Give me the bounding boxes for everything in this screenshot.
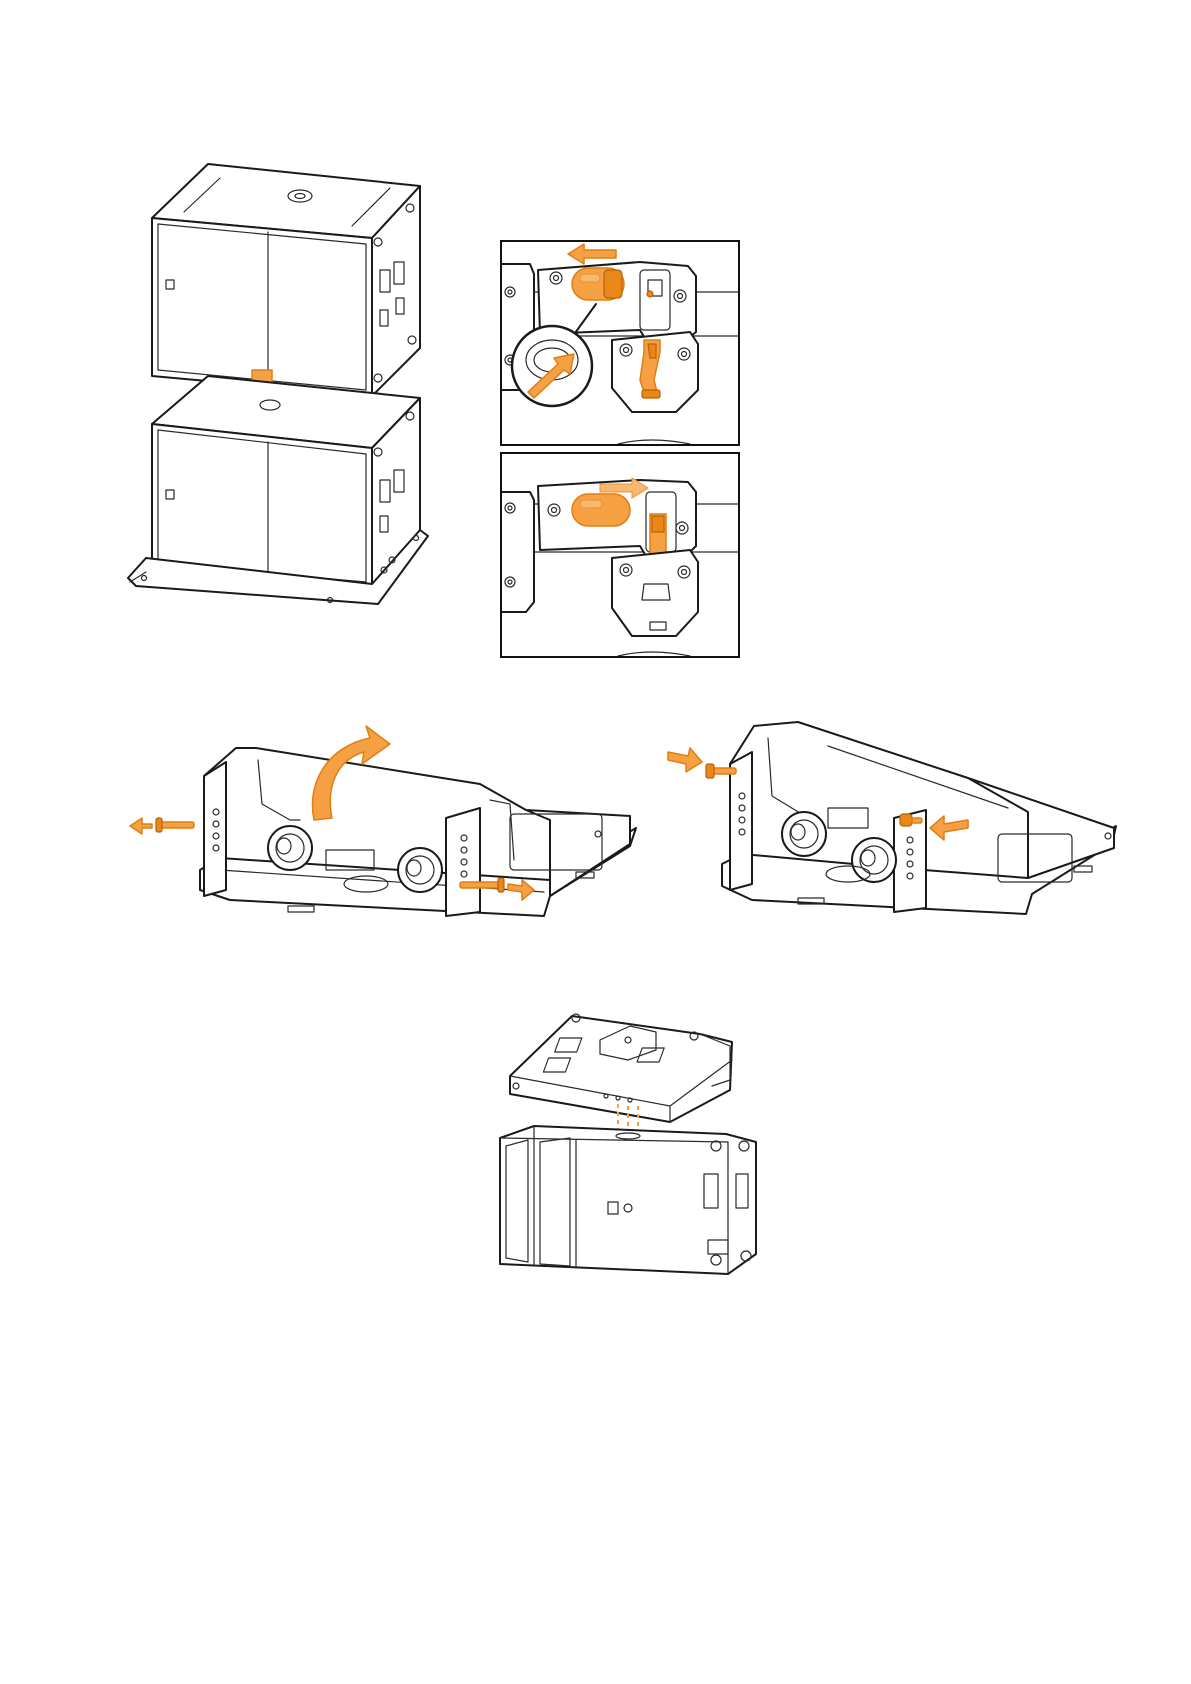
knob-left (782, 812, 826, 856)
figure-insert-pins (668, 708, 1136, 930)
magnifier-inset (512, 326, 592, 406)
knob-right (398, 848, 442, 892)
left-arrow-icon (568, 244, 616, 264)
cabinet-illustration (500, 1126, 756, 1274)
upper-subwoofer-illustration (152, 164, 420, 396)
knob-left (268, 826, 312, 870)
figure-attach-frame-to-cabinet (480, 1010, 776, 1292)
push-arrow-icon (668, 748, 736, 778)
figure-latch-unlock-detail (500, 240, 740, 446)
knob-right (852, 838, 896, 882)
pin-left-removed (130, 818, 194, 834)
lower-subwoofer-illustration (128, 376, 428, 604)
figure-latch-lock-detail (500, 452, 740, 658)
flying-frame-illustration (510, 1014, 732, 1122)
figure-remove-pins-rotate-frame (130, 720, 650, 940)
figure-stack-subwoofers (120, 158, 440, 658)
